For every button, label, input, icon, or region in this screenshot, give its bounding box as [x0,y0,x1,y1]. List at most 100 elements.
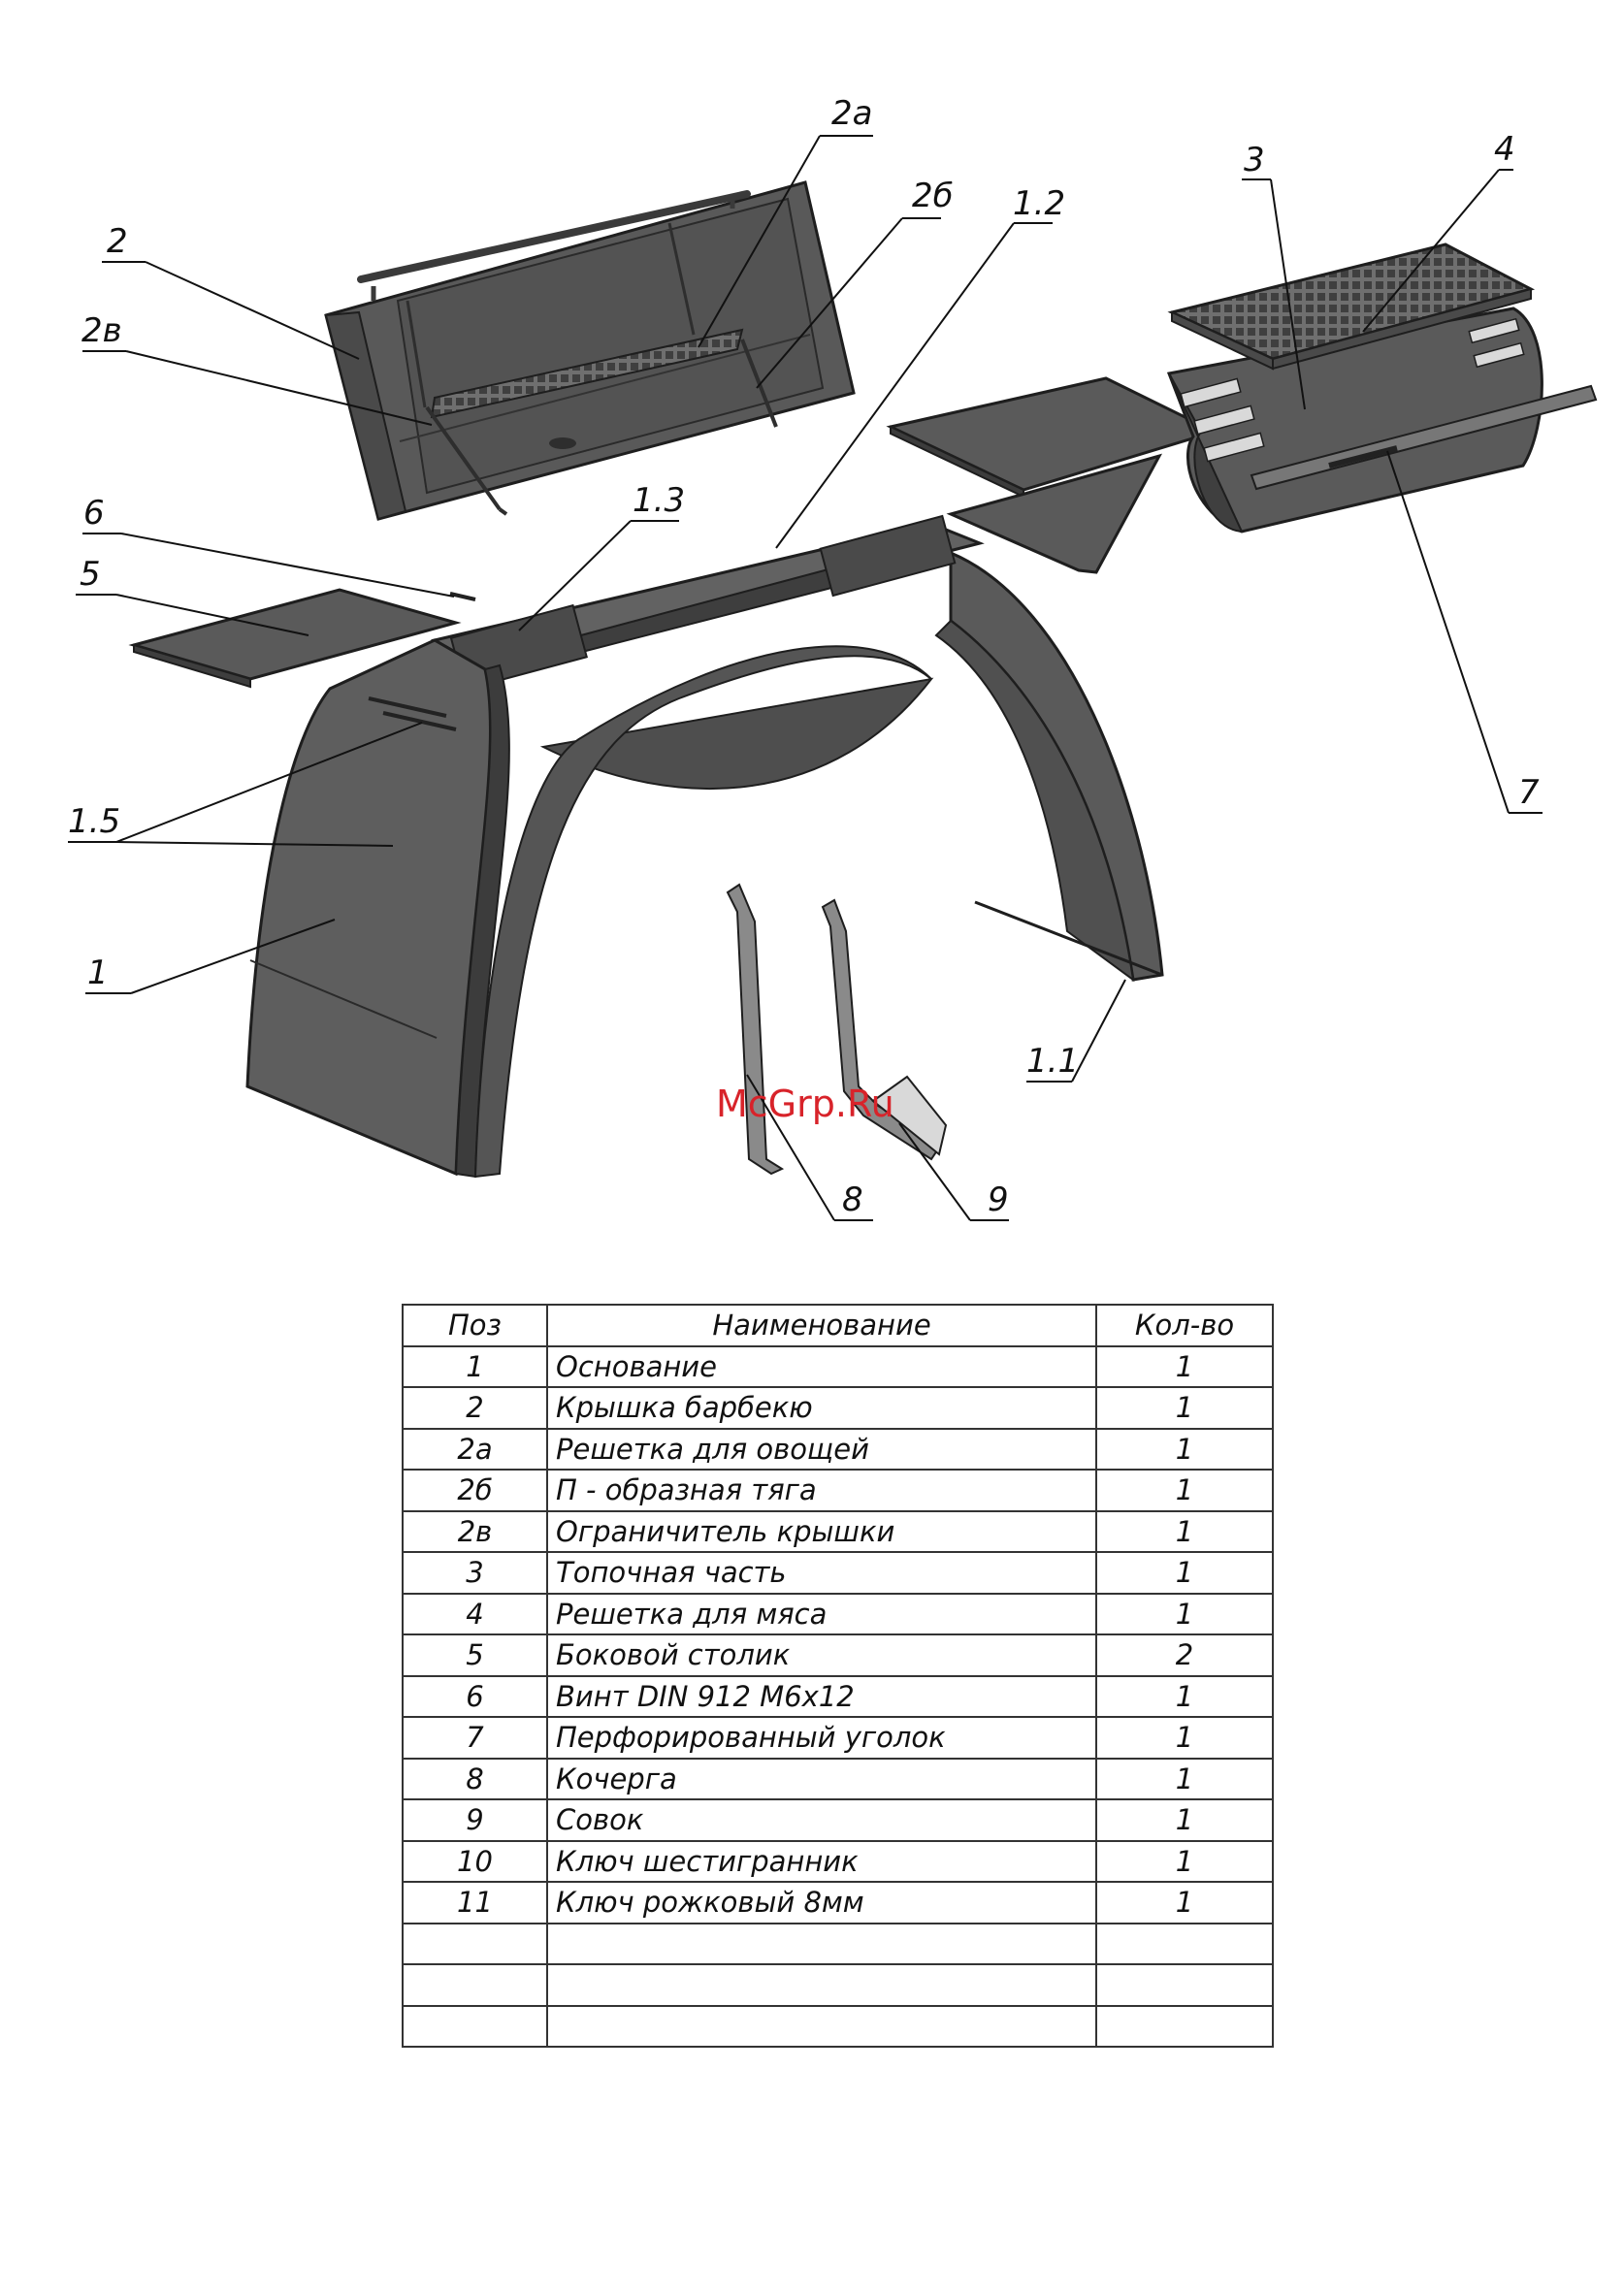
cell-pos: 10 [402,1839,548,1883]
cell-pos: 8 [402,1757,548,1800]
poker-part [726,883,785,1176]
callout-4: 4 [1494,130,1515,169]
cell-name [546,1963,1097,2007]
cell-pos: 7 [402,1716,548,1760]
cell-name: Решетка для мяса [546,1592,1097,1635]
cell-qty: 2 [1095,1633,1274,1677]
watermark-text: McGrp.Ru [716,1083,894,1125]
callout-6: 6 [83,494,105,533]
header-pos: Поз [402,1304,548,1347]
cell-qty [1095,2004,1274,2048]
cell-pos [402,1963,548,2007]
cell-name: Ключ шестигранник [546,1839,1097,1883]
callout-1-5: 1.5 [68,802,121,841]
cell-qty: 1 [1095,1674,1274,1718]
cell-name: Крышка барбекю [546,1386,1097,1430]
callout-9: 9 [988,1180,1009,1219]
callout-1: 1 [87,954,109,992]
cell-pos: 2б [402,1469,548,1512]
exploded-assembly-drawing [68,135,1598,1221]
cell-name: П - образная тяга [546,1469,1097,1512]
cell-name: Винт DIN 912 М6х12 [546,1674,1097,1718]
cell-pos: 5 [402,1633,548,1677]
cell-qty: 1 [1095,1509,1274,1553]
cell-name: Решетка для овощей [546,1427,1097,1471]
header-qty: Кол-во [1095,1304,1274,1347]
callout-5: 5 [80,555,101,594]
cell-qty: 1 [1095,1427,1274,1471]
table-row [402,1922,1274,1965]
cell-name: Совок [546,1798,1097,1842]
cell-name: Ограничитель крышки [546,1509,1097,1553]
cell-pos [402,1922,548,1965]
lid-part [324,180,856,521]
cell-name: Основание [546,1344,1097,1388]
cell-qty: 1 [1095,1469,1274,1512]
cell-qty: 1 [1095,1839,1274,1883]
scoop-part [821,898,948,1161]
cell-qty: 1 [1095,1344,1274,1388]
right-side-table [886,376,1219,574]
cell-pos: 3 [402,1551,548,1595]
cell-qty: 1 [1095,1798,1274,1842]
cell-pos: 6 [402,1674,548,1718]
cell-name [546,2004,1097,2048]
callout-7: 7 [1518,773,1540,812]
callout-3: 3 [1244,141,1265,179]
meat-grill-part [1167,243,1536,371]
callout-2: 2 [107,222,128,261]
cell-pos: 1 [402,1344,548,1388]
cell-qty: 1 [1095,1386,1274,1430]
header-name: Наименование [546,1304,1097,1347]
callout-1-3: 1.3 [633,481,686,520]
cell-pos: 9 [402,1798,548,1842]
cell-pos: 2а [402,1427,548,1471]
screw-part [449,592,476,601]
cell-name [546,1922,1097,1965]
cell-pos: 2в [402,1509,548,1553]
cell-qty: 1 [1095,1551,1274,1595]
cell-qty: 1 [1095,1757,1274,1800]
callout-1-2: 1.2 [1013,184,1066,223]
leader-lines [68,135,1543,1221]
cell-qty [1095,1922,1274,1965]
cell-qty [1095,1963,1274,2007]
callout-2a: 2а [831,94,873,133]
table-row [402,2004,1274,2048]
left-side-table [128,588,462,689]
cell-qty: 1 [1095,1881,1274,1924]
callout-2v: 2в [81,311,122,350]
cell-pos: 2 [402,1386,548,1430]
cell-pos: 11 [402,1881,548,1924]
cell-name: Ключ рожковый 8мм [546,1881,1097,1924]
callout-2b: 2б [912,177,954,215]
table-row [402,1963,1274,2007]
cell-pos: 4 [402,1592,548,1635]
cell-qty: 1 [1095,1592,1274,1635]
base-part [245,514,1164,1179]
cell-name: Боковой столик [546,1633,1097,1677]
cell-qty: 1 [1095,1716,1274,1760]
cell-pos [402,2004,548,2048]
callout-1-1: 1.1 [1026,1042,1080,1081]
cell-name: Перфорированный уголок [546,1716,1097,1760]
table-header-row: Поз Наименование Кол-во [402,1304,1274,1347]
cell-name: Кочерга [546,1757,1097,1800]
callout-8: 8 [842,1180,863,1219]
